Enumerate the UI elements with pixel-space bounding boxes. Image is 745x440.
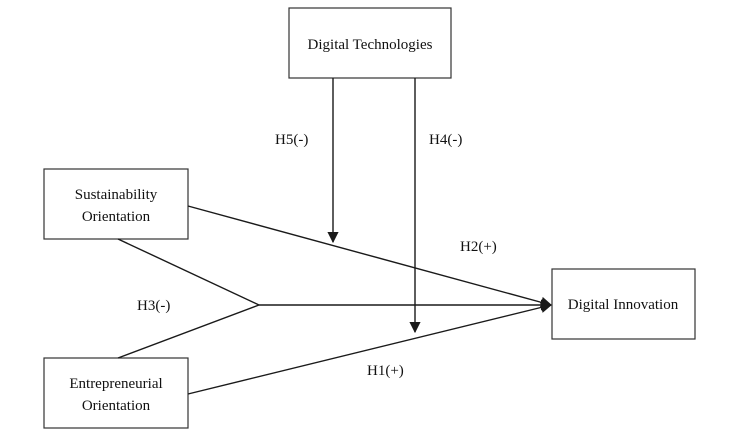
sustainability-orientation-box [43, 168, 189, 240]
h1-label: H1(+) [367, 363, 404, 379]
sustainability-orientation-node: Sustainability Orientation [43, 168, 189, 240]
entrepreneurial-orientation-label-line1: Entrepreneurial [69, 376, 162, 392]
digital-technologies-node: Digital Technologies [288, 7, 452, 79]
digital-technologies-box [288, 7, 452, 79]
h3-label: H3(-) [137, 298, 170, 314]
digital-innovation-box [551, 268, 696, 340]
digital-innovation-label: Digital Innovation [568, 297, 679, 313]
h1-path-arrow [187, 301, 553, 395]
entrepreneurial-orientation-box [43, 357, 189, 429]
h3-branch-upper [117, 238, 260, 306]
sustainability-orientation-label-line2: Orientation [82, 209, 151, 225]
h2-label: H2(+) [460, 239, 497, 255]
digital-innovation-node: Digital Innovation [551, 268, 696, 340]
h4-label: H4(-) [429, 132, 462, 148]
h5-label: H5(-) [275, 132, 308, 148]
entrepreneurial-orientation-node: Entrepreneurial Orientation [43, 357, 189, 429]
h2-path-arrow [187, 205, 553, 308]
digital-technologies-label: Digital Technologies [308, 37, 433, 53]
sustainability-orientation-label-line1: Sustainability [75, 187, 158, 203]
entrepreneurial-orientation-label-line2: Orientation [82, 398, 151, 414]
h3-branch-lower [117, 304, 260, 359]
